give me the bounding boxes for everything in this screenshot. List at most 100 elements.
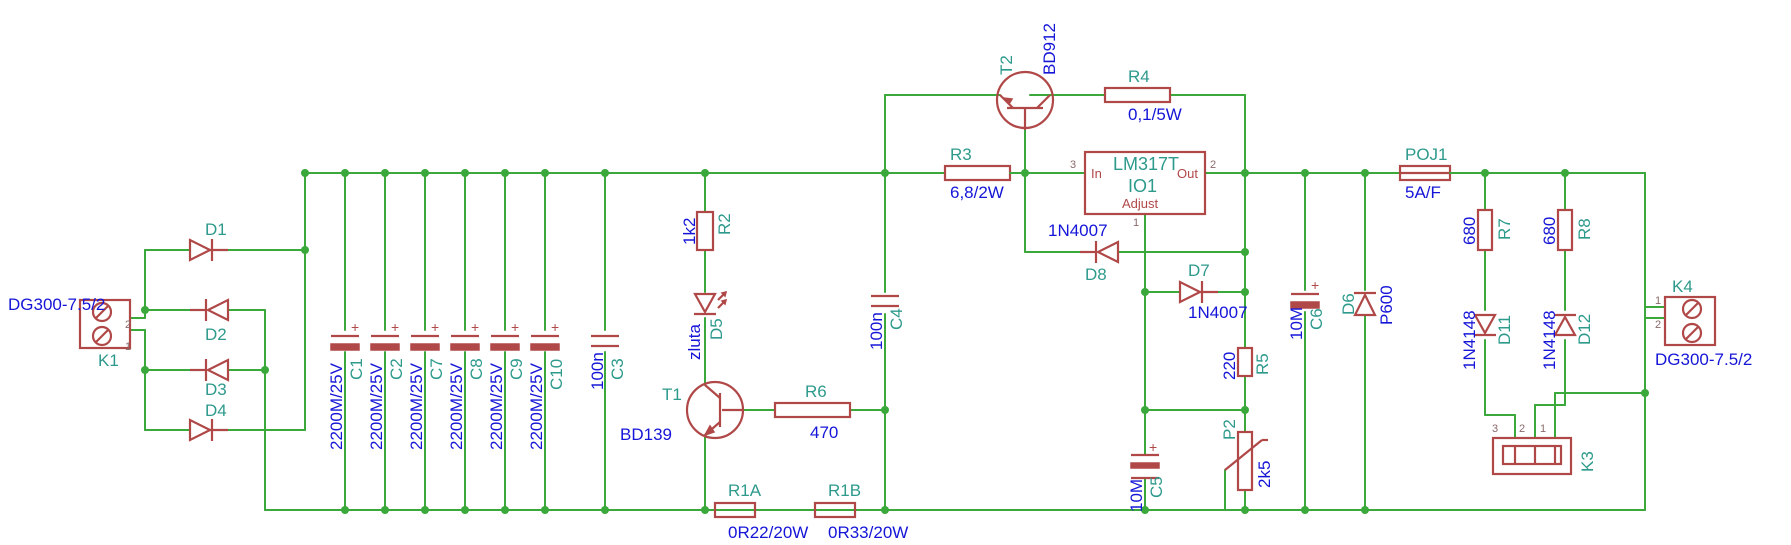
svg-text:1: 1	[1655, 295, 1661, 307]
svg-text:D8: D8	[1085, 265, 1107, 284]
svg-text:R3: R3	[950, 145, 972, 164]
svg-text:2k5: 2k5	[1255, 461, 1274, 488]
resistor-r4: R4 0,1/5W	[1103, 67, 1182, 124]
svg-text:R4: R4	[1128, 67, 1150, 86]
svg-text:D3: D3	[205, 380, 227, 399]
svg-text:C1: C1	[347, 358, 366, 380]
svg-text:C4: C4	[887, 308, 906, 330]
svg-text:Out: Out	[1177, 166, 1198, 181]
capacitor-c4: 100n C4	[867, 294, 906, 350]
svg-text:D11: D11	[1495, 315, 1514, 345]
svg-text:D7: D7	[1188, 261, 1210, 280]
svg-text:680: 680	[1540, 217, 1559, 245]
svg-text:C8: C8	[467, 358, 486, 380]
svg-text:3: 3	[1070, 159, 1076, 171]
diode-d7: D7 1N4007	[1178, 261, 1248, 322]
svg-text:P2: P2	[1220, 419, 1239, 440]
capacitor-c10: + 2200M/25V C10	[527, 319, 566, 450]
svg-text:+: +	[551, 319, 559, 335]
svg-text:R6: R6	[805, 382, 827, 401]
svg-text:zluta: zluta	[685, 324, 704, 360]
svg-text:C3: C3	[608, 358, 627, 380]
svg-text:D2: D2	[205, 325, 227, 344]
diode-d6: D6 P600	[1339, 285, 1396, 325]
svg-text:0,1/5W: 0,1/5W	[1128, 105, 1182, 124]
capacitor-c5: + 10M C5	[1127, 439, 1166, 512]
svg-text:C9: C9	[507, 358, 526, 380]
svg-text:In: In	[1091, 166, 1102, 181]
svg-text:+: +	[1149, 439, 1157, 455]
svg-text:POJ1: POJ1	[1405, 145, 1448, 164]
svg-text:1: 1	[1540, 423, 1546, 435]
fuse-poj1: POJ1 5A/F	[1398, 145, 1452, 202]
svg-text:10M: 10M	[1127, 479, 1146, 512]
diode-d8: 1N4007 D8	[1048, 221, 1120, 284]
svg-text:D12: D12	[1575, 314, 1594, 345]
potentiometer-p2: P2 2k5	[1220, 419, 1274, 492]
capacitor-c9: + 2200M/25V C9	[487, 319, 526, 450]
svg-text:2200M/25V: 2200M/25V	[367, 362, 386, 450]
resistor-r2: 1k2 R2	[680, 210, 734, 252]
svg-text:1N4007: 1N4007	[1048, 221, 1108, 240]
capacitor-c8: + 2200M/25V C8	[447, 319, 486, 450]
svg-text:C10: C10	[547, 359, 566, 390]
capacitor-c2: + 2200M/25V C2	[367, 319, 406, 450]
svg-text:LM317T: LM317T	[1113, 154, 1179, 174]
resistor-r1b: R1B 0R33/20W	[813, 481, 908, 542]
svg-text:T1: T1	[662, 385, 682, 404]
svg-text:D4: D4	[205, 401, 227, 420]
svg-text:+: +	[351, 319, 359, 335]
resistor-r5: 220 R5	[1220, 346, 1272, 380]
svg-text:10M: 10M	[1287, 307, 1306, 340]
svg-text:K1: K1	[98, 351, 119, 370]
svg-text:2: 2	[1210, 159, 1216, 171]
svg-text:+: +	[1311, 277, 1319, 293]
svg-text:+: +	[511, 319, 519, 335]
svg-text:100n: 100n	[867, 312, 886, 350]
capacitor-c3: 100n C3	[588, 334, 627, 390]
transistor-t2: T2 BD912	[995, 23, 1059, 130]
svg-text:D1: D1	[205, 220, 227, 239]
diode-d3: D3	[190, 358, 230, 399]
diode-d2: D2	[190, 298, 230, 344]
svg-text:2200M/25V: 2200M/25V	[447, 362, 466, 450]
svg-text:+: +	[431, 319, 439, 335]
svg-text:1: 1	[125, 341, 131, 353]
svg-text:3: 3	[1492, 423, 1498, 435]
svg-text:2: 2	[125, 319, 131, 331]
svg-text:C5: C5	[1147, 476, 1166, 498]
resistor-r6: R6 470	[773, 382, 852, 442]
resistor-r8: 680 R8	[1540, 208, 1594, 252]
svg-text:K4: K4	[1672, 277, 1693, 296]
capacitor-c6: + 10M C6	[1287, 277, 1326, 340]
connector-k1: 2 1 DG300-7.5/2 K1	[8, 295, 131, 370]
svg-text:2: 2	[1519, 423, 1525, 435]
connector-k3: 3 2 1 K3	[1491, 423, 1597, 476]
diode-d4: D4	[188, 401, 228, 442]
svg-text:1k2: 1k2	[680, 218, 699, 245]
svg-text:R5: R5	[1253, 353, 1272, 375]
svg-text:0R22/20W: 0R22/20W	[728, 523, 808, 542]
transistor-t1: T1 BD139	[620, 380, 745, 444]
svg-text:+: +	[391, 319, 399, 335]
svg-text:BD912: BD912	[1040, 23, 1059, 75]
svg-text:D5: D5	[707, 318, 726, 340]
svg-text:1N4007: 1N4007	[1188, 303, 1248, 322]
capacitor-c7: + 2200M/25V C7	[407, 319, 446, 450]
resistor-r3: R3 6,8/2W	[943, 145, 1012, 202]
svg-text:BD139: BD139	[620, 425, 672, 444]
svg-text:220: 220	[1220, 352, 1239, 380]
svg-text:R1B: R1B	[828, 481, 861, 500]
capacitor-c1: + 2200M/25V C1	[327, 319, 366, 450]
svg-text:R7: R7	[1495, 218, 1514, 240]
svg-text:T2: T2	[997, 55, 1016, 75]
svg-text:D6: D6	[1339, 293, 1358, 315]
svg-text:C2: C2	[387, 358, 406, 380]
svg-text:C7: C7	[427, 358, 446, 380]
svg-text:+: +	[471, 319, 479, 335]
svg-text:1N4148: 1N4148	[1540, 310, 1559, 370]
svg-text:1: 1	[1133, 217, 1139, 229]
svg-text:IO1: IO1	[1128, 176, 1157, 196]
svg-text:680: 680	[1460, 217, 1479, 245]
svg-text:6,8/2W: 6,8/2W	[950, 183, 1004, 202]
